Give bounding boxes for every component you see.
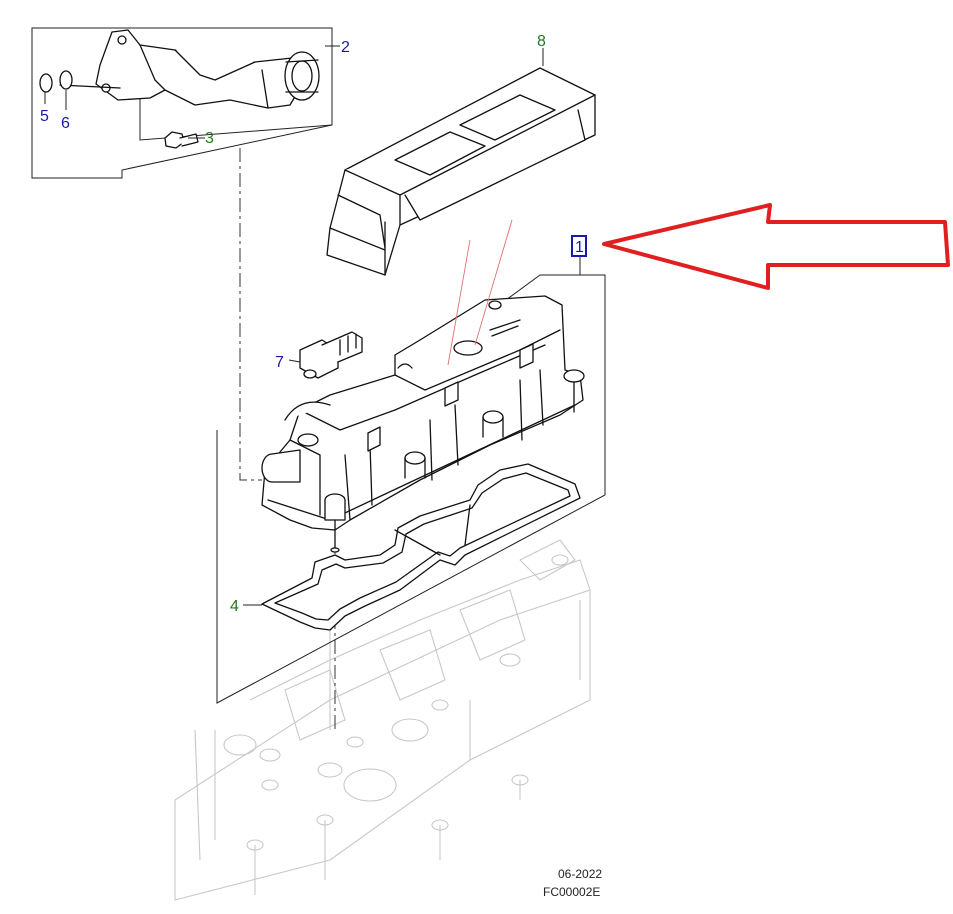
callout-5[interactable]: 5 [40, 108, 49, 125]
pressure-sensor [299, 331, 363, 379]
callout-2[interactable]: 2 [341, 39, 350, 56]
callout-6[interactable]: 6 [61, 115, 70, 132]
callout-1-highlight-box [571, 235, 587, 257]
valve-cover [261, 295, 585, 553]
breather-hose [59, 29, 320, 109]
bolt-3 [164, 131, 199, 149]
o-ring-6 [59, 70, 73, 90]
callout-1[interactable]: 1 [575, 239, 584, 256]
highlight-arrow [602, 203, 950, 290]
callout-8[interactable]: 8 [537, 33, 546, 50]
o-ring-5 [39, 73, 53, 93]
callout-4[interactable]: 4 [230, 598, 239, 615]
assembly-line-hose [239, 148, 262, 481]
footer-code: FC00002E [543, 885, 600, 899]
callout-3[interactable]: 3 [205, 130, 214, 147]
footer-date: 06-2022 [558, 867, 602, 881]
red-guide-lines [447, 219, 513, 366]
callout-leaders [44, 45, 544, 606]
callout-7[interactable]: 7 [275, 354, 284, 371]
cylinder-head-faint [174, 539, 591, 901]
kit-group-outline [216, 274, 606, 704]
engine-cover-shield [326, 67, 596, 276]
hose-group-outline [31, 27, 333, 179]
valve-cover-gasket [261, 463, 581, 631]
